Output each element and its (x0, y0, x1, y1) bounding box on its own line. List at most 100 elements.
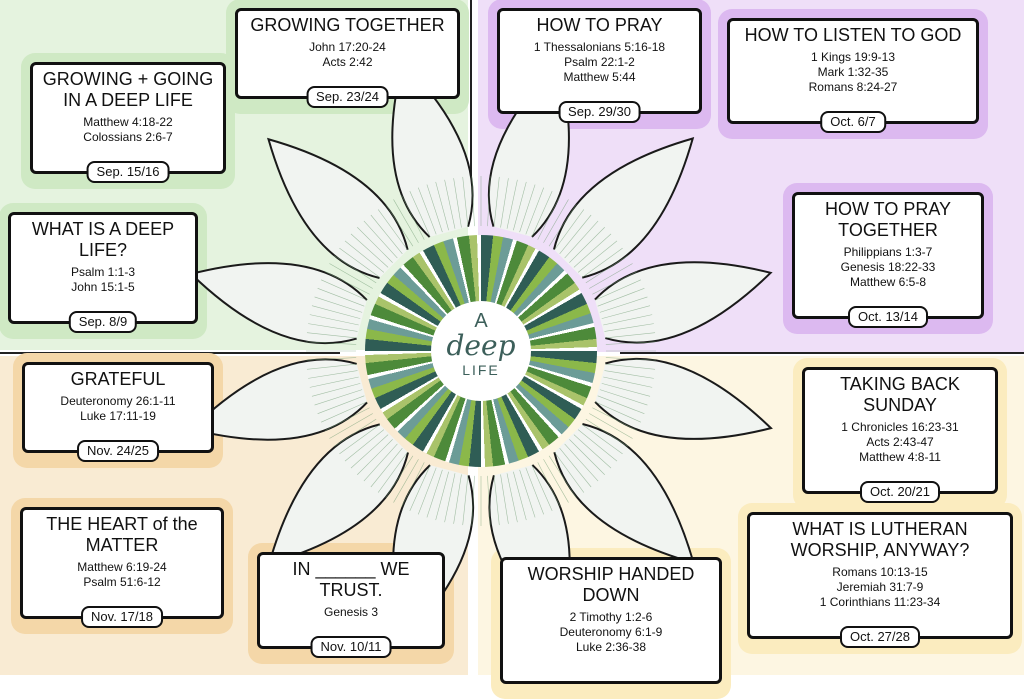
ray-line (506, 179, 518, 229)
ray-line (585, 255, 628, 284)
scripture-ref: Romans 10:13-15 (832, 565, 928, 579)
date-badge: Nov. 24/25 (77, 440, 159, 462)
scripture-ref: Genesis 18:22-33 (840, 260, 936, 274)
ray-line (548, 455, 577, 498)
scripture-ref: Philippians 1:3-7 (843, 245, 933, 259)
ray-line (334, 418, 377, 447)
ray-line (357, 227, 393, 263)
ray-line (559, 447, 592, 488)
ray-line (370, 214, 403, 255)
ray-line (334, 255, 377, 284)
scripture-ref: John 17:20-24 (309, 40, 386, 54)
ray-line (603, 314, 653, 326)
ray-line (537, 194, 561, 240)
ray-line (581, 247, 623, 278)
ray-line (314, 389, 363, 406)
logo-text: LIFE (462, 362, 500, 378)
scripture-ref: Luke 2:36-38 (575, 640, 647, 654)
sermon-title: HOW TO PRAY (536, 15, 663, 35)
date-badge: Nov. 17/18 (81, 606, 163, 628)
ray-line (543, 459, 569, 503)
sermon-title: GROWING TOGETHER (250, 15, 445, 35)
date-badge: Sep. 23/24 (306, 86, 389, 108)
deep-life-logo: A deep LIFE (365, 235, 597, 467)
scripture-ref: Luke 17:11-19 (80, 409, 156, 423)
ray-line (377, 209, 408, 251)
ray-line (525, 187, 544, 235)
ray-line (409, 191, 431, 237)
ray-line (601, 305, 651, 319)
petal (189, 262, 368, 345)
sermon-title: WORSHIP HANDED DOWN (527, 564, 695, 605)
ray-line (317, 288, 365, 307)
scripture-refs: Genesis 3 (266, 605, 436, 620)
ray-line (363, 220, 398, 259)
ray-line (344, 429, 385, 462)
ray-line (577, 429, 618, 462)
ray-line (604, 370, 654, 379)
divider (620, 352, 1024, 354)
ray-line (435, 181, 449, 231)
ray-line (418, 467, 437, 515)
ray-line (401, 194, 425, 240)
ray-line (453, 474, 462, 524)
scripture-ref: Deuteronomy 26:1-11 (60, 394, 176, 408)
ray-line (435, 471, 449, 521)
ray-line (357, 439, 393, 475)
ray-line (426, 469, 443, 518)
ray-line (471, 475, 475, 526)
sermon-title: WHAT IS LUTHERAN WORSHIP, ANYWAY? (790, 519, 970, 560)
ray-line (605, 357, 656, 361)
scripture-ref: Psalm 22:1-2 (564, 55, 635, 69)
ray-line (370, 447, 403, 488)
ray-line (605, 363, 656, 370)
scripture-ref: Deuteronomy 6:1-9 (559, 625, 663, 639)
ray-line (344, 240, 385, 273)
ray-line (393, 459, 419, 503)
ray-line (577, 240, 618, 273)
ray-line (314, 296, 363, 313)
scripture-ref: Matthew 6:5-8 (849, 275, 927, 289)
ray-line (585, 418, 628, 447)
ray-line (604, 323, 654, 332)
sermon-title: THE HEART of the MATTER (46, 514, 198, 555)
ray-line (409, 465, 431, 511)
scripture-ref: Jeremiah 31:7-9 (836, 580, 924, 594)
ray-line (595, 279, 641, 301)
date-badge: Sep. 8/9 (68, 311, 138, 333)
ray-line (564, 220, 599, 259)
ray-line (311, 383, 361, 397)
ray-line (321, 279, 367, 301)
ray-line (308, 370, 358, 379)
ray-line (564, 443, 599, 482)
scripture-ref: 2 Timothy 1:2-6 (569, 610, 653, 624)
scripture-ref: John 15:1-5 (71, 280, 135, 294)
scripture-ref: Genesis 3 (323, 605, 379, 619)
ray-line (306, 357, 357, 361)
date-badge: Oct. 27/28 (840, 626, 920, 648)
date-badge: Sep. 15/16 (86, 161, 170, 183)
ray-line (350, 434, 389, 469)
ray-line (453, 178, 462, 228)
date-badge: Oct. 20/21 (860, 481, 940, 503)
ray-line (506, 473, 518, 523)
ray-line (471, 176, 475, 227)
ray-line (519, 184, 536, 233)
scripture-ref: Psalm 1:1-3 (70, 265, 136, 279)
ray-line (589, 413, 633, 439)
ray-line (324, 271, 370, 295)
